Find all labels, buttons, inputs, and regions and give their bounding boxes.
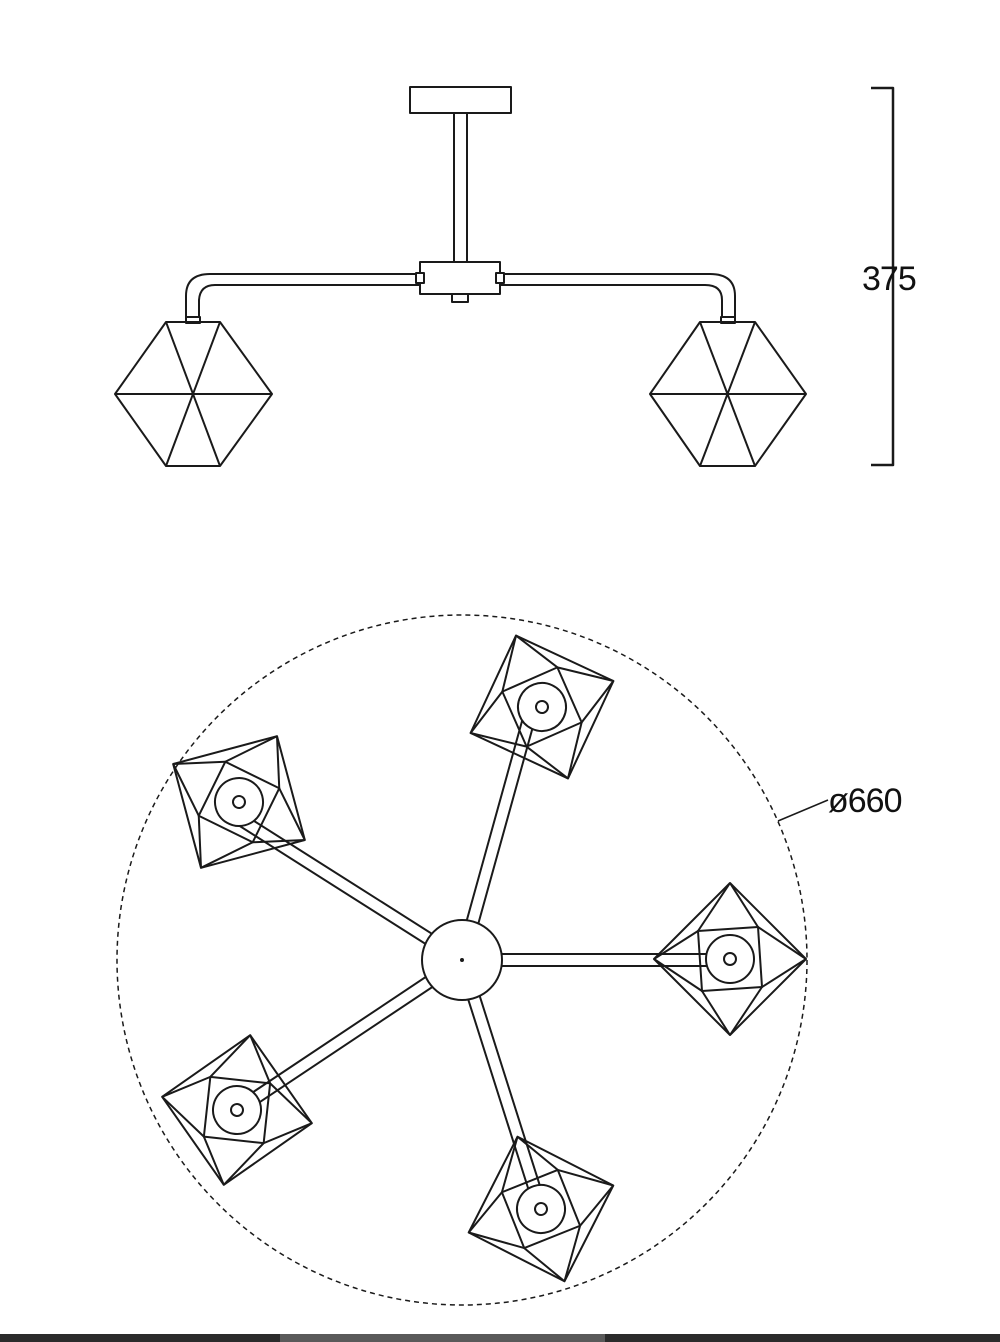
- hub-finial: [451, 293, 469, 303]
- hub-center-dot: [460, 958, 464, 962]
- left-arm: [185, 273, 420, 318]
- shade-north: [469, 634, 615, 780]
- strip-segment-left: [0, 1334, 280, 1342]
- shade-southwest: [161, 1034, 313, 1186]
- hub-connector-right: [495, 272, 505, 284]
- shade-south: [467, 1135, 615, 1283]
- hub-connector-left: [415, 272, 425, 284]
- downrod: [453, 112, 468, 264]
- plan-arms: [233, 705, 733, 1212]
- left-hexagon-shade: [114, 321, 273, 467]
- right-arm: [500, 273, 736, 318]
- height-dimension-label: 375: [862, 260, 916, 298]
- strip-segment-middle: [280, 1334, 605, 1342]
- overall-diameter-circle: [116, 614, 808, 1306]
- right-hexagon-shade: [649, 321, 807, 467]
- diameter-leader-line: [777, 799, 829, 822]
- diameter-dimension-label: ø660: [828, 782, 902, 820]
- ceiling-canopy: [409, 86, 512, 114]
- height-dimension-line: [871, 86, 895, 467]
- central-hub: [419, 261, 501, 295]
- top-plan-view: [116, 614, 829, 1306]
- strip-segment-right: [605, 1334, 1000, 1342]
- side-elevation-view: [114, 86, 895, 467]
- shade-east: [653, 882, 807, 1036]
- bottom-scrollbar-strip: [0, 1334, 1000, 1342]
- shade-northwest: [172, 735, 306, 869]
